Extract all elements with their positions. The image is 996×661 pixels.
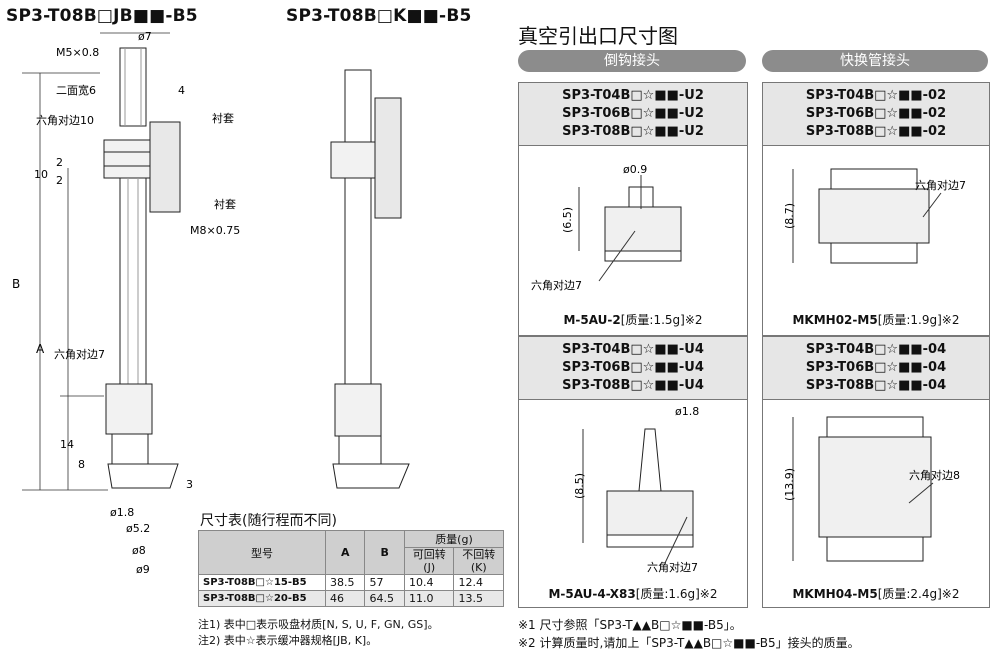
card-02-head: SP3-T04B□☆■■-02 SP3-T06B□☆■■-02 SP3-T08B…: [763, 83, 989, 146]
dim-B: B: [12, 277, 20, 291]
tab-barb: 倒钩接头: [518, 50, 746, 72]
table-row: SP3-T08B□☆15-B5 38.5 57 10.4 12.4: [198, 574, 504, 591]
card-02-caption: MKMH02-M5[质量:1.9g]※2: [792, 313, 960, 327]
drawing-k: [330, 69, 410, 489]
dim-4: 4: [178, 84, 185, 97]
size-table-title: 尺寸表(随行程而不同): [200, 513, 337, 529]
dim-d18: ø1.8: [110, 506, 134, 519]
size-table: 型号 A B 质量(g) 可回转 (J) 不回转 (K) SP3-T08B□☆1…: [198, 530, 505, 607]
card-u2-caption: M-5AU-2[质量:1.5g]※2: [563, 313, 703, 327]
tab-quick: 快换管接头: [762, 50, 988, 72]
note-2: 注2) 表中☆表示缓冲器规格[JB, K]。: [198, 634, 378, 647]
label-lining1: 衬套: [212, 112, 234, 125]
label-hex10: 六角对边10: [36, 113, 94, 127]
card-u2: SP3-T04B□☆■■-U2 SP3-T06B□☆■■-U2 SP3-T08B…: [518, 82, 748, 336]
footnote-1: ※1 尺寸参照「SP3-T▲▲B□☆■■-B5」。: [518, 618, 742, 632]
dim-14: 14: [60, 438, 74, 451]
note-1: 注1) 表中□表示吸盘材质[N, S, U, F, GN, GS]。: [198, 618, 439, 631]
dim-m8: M8×0.75: [190, 224, 240, 237]
card-04-caption: MKMH04-M5[质量:2.4g]※2: [792, 587, 960, 601]
svg-text:ø0.9: ø0.9: [623, 163, 647, 176]
drawing-jb: ø7 M5×0.8 4 二面宽6 六角对边10 衬套 2 2 10 衬套 M8×…: [12, 30, 240, 576]
table-row: SP3-T08B□☆20-B5 46 64.5 11.0 13.5: [198, 590, 504, 607]
footnote-2: ※2 计算质量时,请加上「SP3-T▲▲B□☆■■-B5」接头的质量。: [518, 636, 860, 650]
svg-text:六角对边8: 六角对边8: [909, 468, 960, 482]
card-04-head: SP3-T04B□☆■■-04 SP3-T06B□☆■■-04 SP3-T08B…: [763, 337, 989, 400]
dim-d7: ø7: [138, 30, 152, 43]
col-rot: 可回转 (J): [403, 547, 455, 575]
svg-text:(8.7): (8.7): [783, 203, 796, 229]
fitting-u2-drawing: ø0.9 (6.5) 六角对边7: [531, 163, 682, 292]
dim-2a: 2: [56, 156, 63, 169]
svg-text:(8.5): (8.5): [573, 473, 586, 499]
card-04: SP3-T04B□☆■■-04 SP3-T06B□☆■■-04 SP3-T08B…: [762, 336, 990, 608]
card-02: SP3-T04B□☆■■-02 SP3-T06B□☆■■-02 SP3-T08B…: [762, 82, 990, 336]
drawing-title-jb: SP3-T08B□JB■■-B5: [6, 6, 198, 26]
svg-text:(6.5): (6.5): [561, 207, 574, 233]
label-hex7: 六角对边7: [54, 347, 105, 361]
col-b: B: [364, 530, 405, 575]
dim-d9: ø9: [136, 563, 150, 576]
col-norot: 不回转 (K): [453, 547, 504, 575]
drawing-title-k: SP3-T08B□K■■-B5: [286, 6, 472, 26]
dim-d8: ø8: [132, 544, 146, 557]
dim-d52: ø5.2: [126, 522, 150, 535]
dim-m5: M5×0.8: [56, 46, 99, 59]
card-u2-head: SP3-T04B□☆■■-U2 SP3-T06B□☆■■-U2 SP3-T08B…: [519, 83, 747, 146]
fitting-u4-drawing: ø1.8 (8.5) 六角对边7: [573, 405, 699, 573]
section-title: 真空引出口尺寸图: [518, 24, 678, 48]
dim-3: 3: [186, 478, 193, 491]
fitting-04-drawing: (13.9) 六角对边8: [783, 416, 960, 562]
label-nimen: 二面宽6: [56, 83, 96, 97]
card-u4-head: SP3-T04B□☆■■-U4 SP3-T06B□☆■■-U4 SP3-T08B…: [519, 337, 747, 400]
col-a: A: [324, 530, 366, 575]
label-lining2: 衬套: [214, 198, 236, 211]
dim-A: A: [36, 342, 45, 356]
card-u4: SP3-T04B□☆■■-U4 SP3-T06B□☆■■-U4 SP3-T08B…: [518, 336, 748, 608]
dim-8: 8: [78, 458, 85, 471]
col-mass: 质量(g): [403, 530, 505, 548]
dim-10: 10: [34, 168, 48, 181]
card-u4-caption: M-5AU-4-X83[质量:1.6g]※2: [548, 587, 718, 601]
svg-text:(13.9): (13.9): [783, 468, 796, 501]
svg-text:六角对边7: 六角对边7: [915, 178, 966, 192]
svg-text:六角对边7: 六角对边7: [531, 278, 582, 292]
svg-text:六角对边7: 六角对边7: [647, 560, 698, 573]
col-model: 型号: [198, 530, 326, 575]
svg-text:ø1.8: ø1.8: [675, 405, 699, 418]
fitting-02-drawing: (8.7) 六角对边7: [783, 168, 966, 264]
dim-2b: 2: [56, 174, 63, 187]
